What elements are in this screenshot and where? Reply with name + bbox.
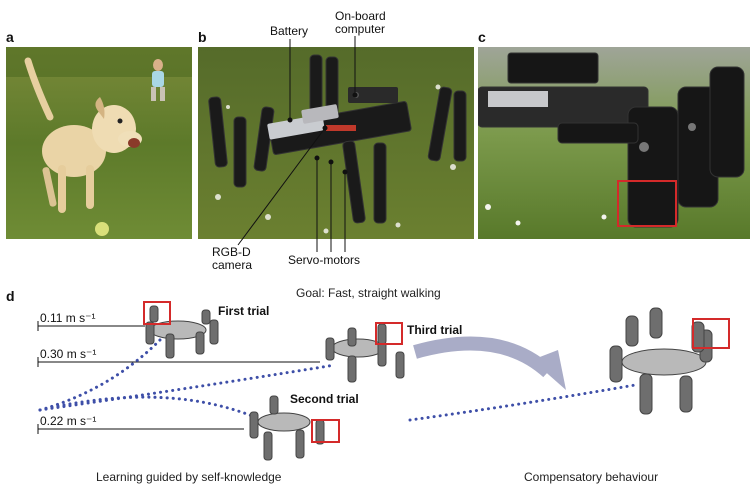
foot-highlight-box [617, 180, 677, 227]
speed-third-trial: 0.30 m s⁻¹ [40, 347, 97, 361]
computer-label-line2: computer [335, 22, 386, 36]
panel-a-letter: a [6, 29, 14, 45]
first-trial-label: First trial [218, 304, 270, 318]
robot-leg-closeup-photo [478, 47, 750, 239]
computer-label-line1: On-board [335, 9, 386, 23]
dog-photo [6, 47, 192, 239]
battery-label: Battery [270, 24, 309, 38]
speed-second-trial: 0.22 m s⁻¹ [40, 414, 97, 428]
camera-label-line1: RGB-D [212, 245, 251, 259]
panel-b-letter: b [198, 29, 207, 45]
second-trial-label: Second trial [290, 392, 359, 406]
camera-label-line2: camera [212, 258, 253, 272]
caption-compensatory: Compensatory behaviour [524, 470, 659, 484]
panel-d-letter: d [6, 288, 15, 304]
servo-motors-label: Servo-motors [288, 253, 361, 267]
goal-text: Goal: Fast, straight walking [296, 286, 441, 300]
robot-photo [198, 47, 474, 239]
panel-c-letter: c [478, 29, 486, 45]
third-trial-label: Third trial [407, 323, 463, 337]
caption-learning: Learning guided by self-knowledge [96, 470, 282, 484]
speed-first-trial: 0.11 m s⁻¹ [40, 311, 96, 325]
